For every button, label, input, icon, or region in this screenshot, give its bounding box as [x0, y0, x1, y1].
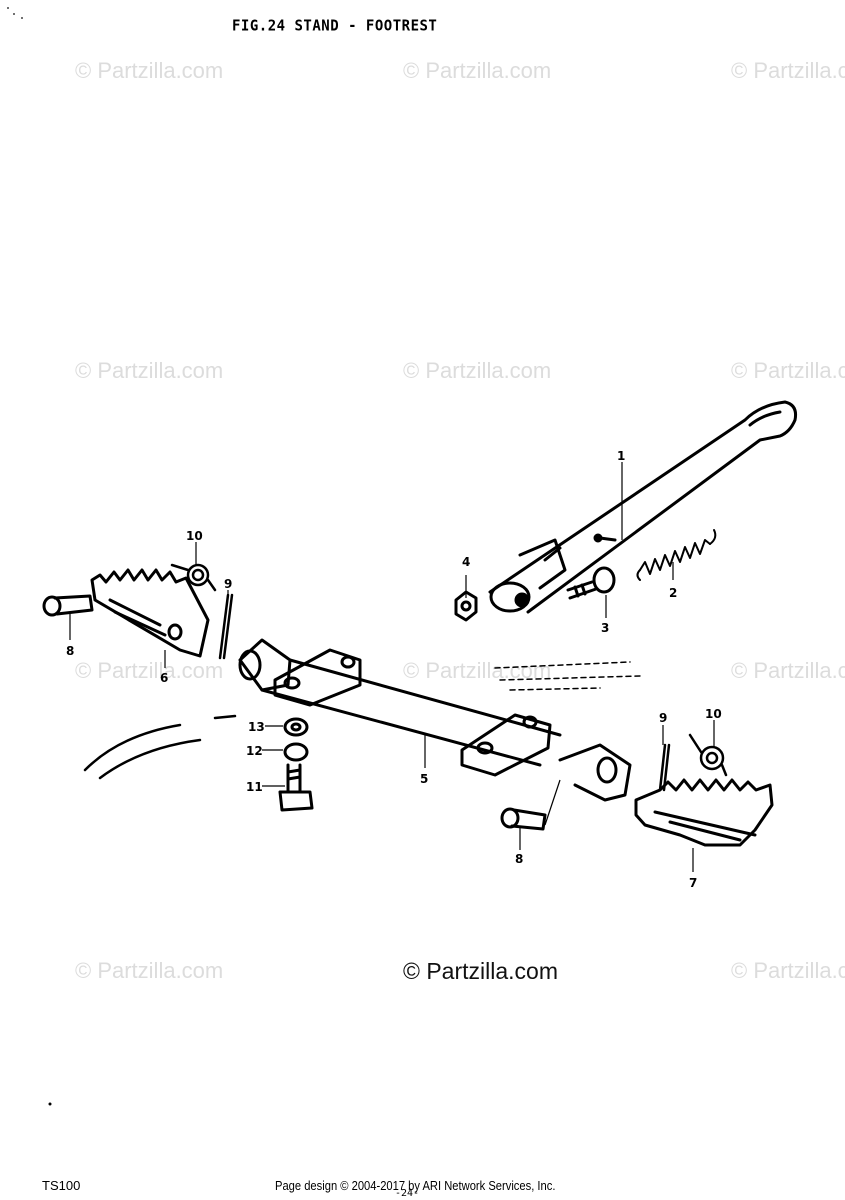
cotter-pin-left: [218, 593, 234, 660]
callout-10-right: 10: [705, 707, 722, 721]
figure-title: FIG.24 STAND - FOOTREST: [232, 17, 438, 35]
footrest-bar: [238, 638, 632, 802]
watermark: © Partzilla.com: [75, 658, 224, 683]
callout-8-left: 8: [66, 644, 74, 658]
model-label: TS100: [42, 1178, 81, 1193]
page-number: -24-: [395, 1188, 420, 1199]
partzilla-watermark: © Partzilla.com: [403, 958, 558, 984]
callout-2: 2: [669, 586, 677, 600]
speck-mark: [7, 7, 9, 9]
stand-spring: [636, 529, 717, 581]
frame-fragment: [83, 714, 237, 780]
callout-6: 6: [160, 671, 168, 685]
cotter-pin-right: [658, 743, 671, 792]
callout-10-left: 10: [186, 529, 203, 543]
footrest-right: [634, 778, 774, 847]
watermark: © Partzilla.com: [75, 358, 224, 383]
speck-mark: [48, 1102, 52, 1106]
side-stand-arm: [488, 400, 797, 614]
torsion-spring-right: [688, 733, 728, 777]
callout-13: 13: [248, 720, 265, 734]
lock-washer: [283, 742, 309, 762]
callout-4: 4: [462, 555, 470, 569]
leader-8-right-b: [544, 779, 561, 826]
speck-mark: [13, 13, 15, 15]
callout-1: 1: [617, 449, 625, 463]
footrest-left: [90, 568, 210, 658]
callout-5: 5: [420, 772, 428, 786]
callout-7: 7: [689, 876, 697, 890]
watermark: © Partzilla.com: [75, 958, 224, 983]
stand-bolt: [566, 566, 616, 600]
callout-3: 3: [601, 621, 609, 635]
torsion-spring-left: [170, 563, 217, 592]
callout-9-right: 9: [659, 711, 667, 725]
watermark: © Partzilla.com: [731, 658, 845, 683]
speck-mark: [21, 17, 23, 19]
watermark: © Partzilla.com: [75, 58, 224, 83]
flat-washer: [283, 717, 309, 737]
watermark: © Partzilla.com: [731, 958, 845, 983]
pin-left: [42, 594, 94, 617]
watermark: © Partzilla.com: [731, 58, 845, 83]
callout-9-left: 9: [224, 577, 232, 591]
callout-8-right: 8: [515, 852, 523, 866]
callout-12: 12: [246, 744, 263, 758]
watermark: © Partzilla.com: [403, 358, 552, 383]
mount-bolt: [278, 763, 314, 812]
page-credit: Page design © 2004-2017 by ARI Network S…: [275, 1178, 556, 1193]
watermark: © Partzilla.com: [731, 358, 845, 383]
callout-11: 11: [246, 780, 263, 794]
frame-dash: [494, 661, 641, 691]
pin-right: [500, 807, 547, 831]
watermark: © Partzilla.com: [403, 58, 552, 83]
